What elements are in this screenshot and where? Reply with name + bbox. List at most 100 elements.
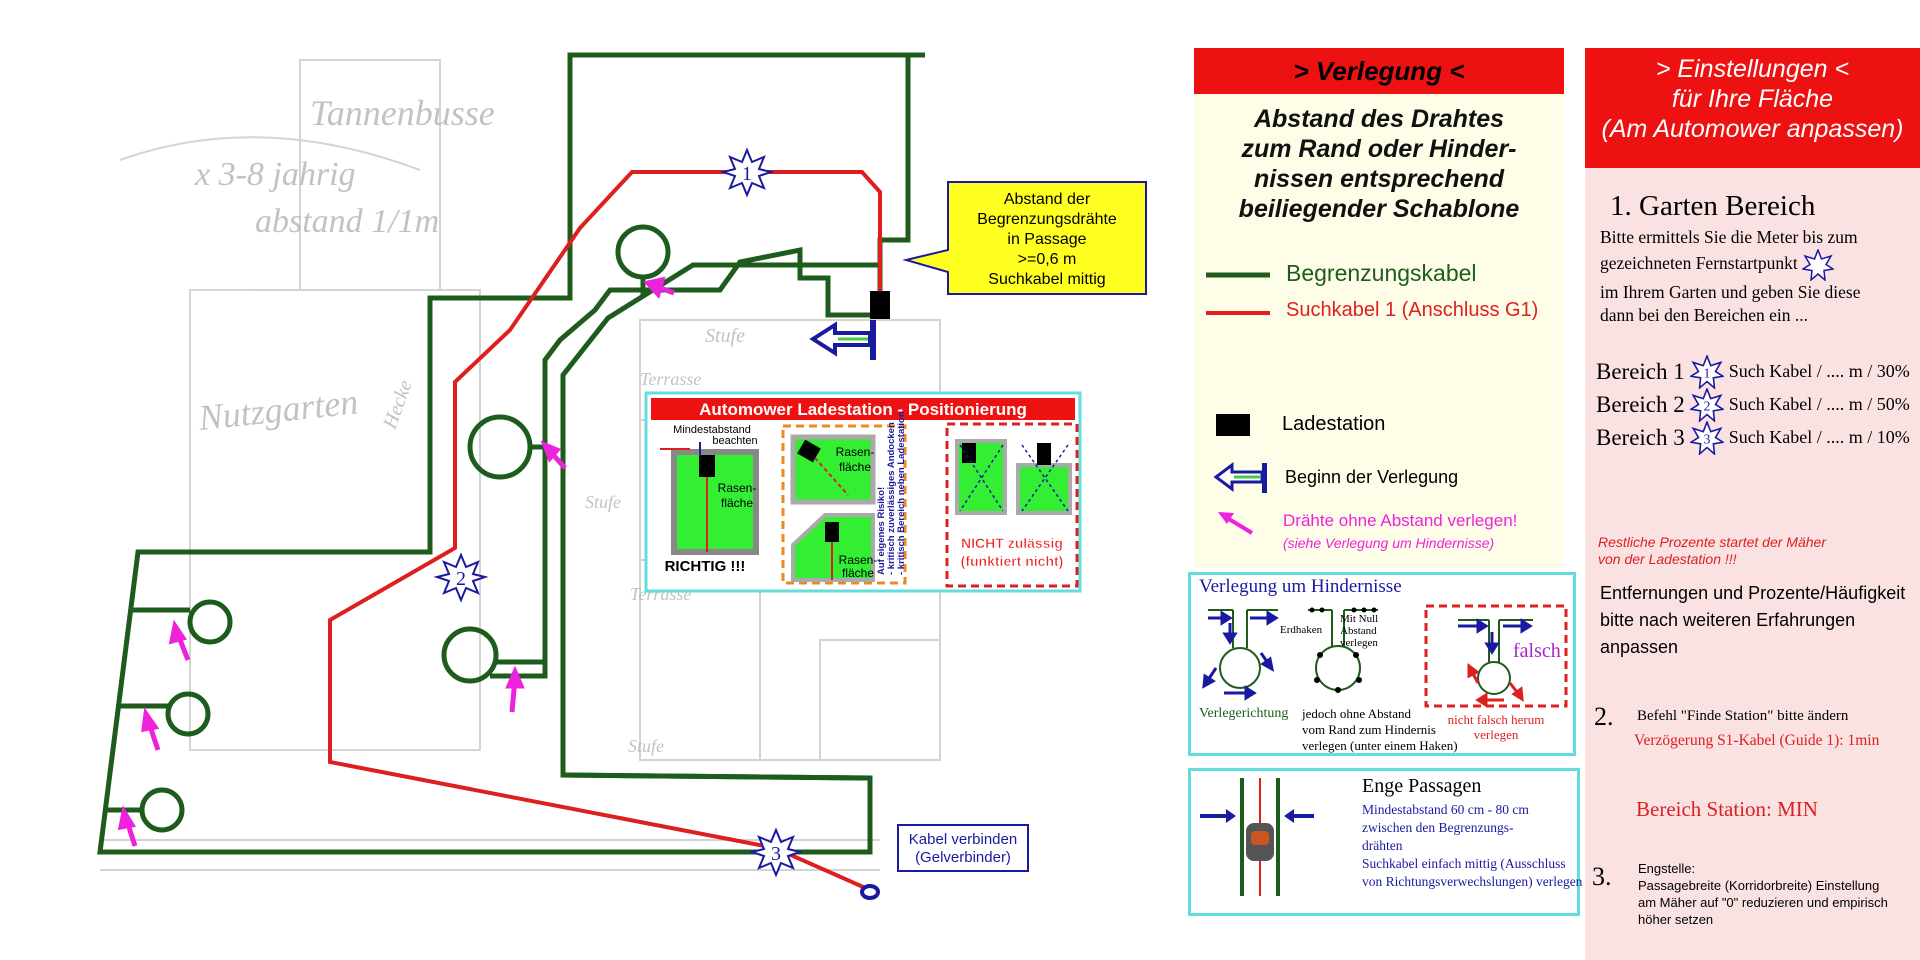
- callout-line: Begrenzungsdrähte: [977, 211, 1117, 228]
- s1-line: Bitte ermittels Sie die Meter bis zum: [1600, 227, 1858, 247]
- sketch-label: Hecke: [379, 377, 417, 433]
- area-text: Such Kabel / .... m / 10%: [1728, 427, 1910, 447]
- magenta-arrow-icon: [1218, 512, 1254, 535]
- obstacle-island: [441, 626, 499, 684]
- lawn-label: Rasen-: [836, 445, 875, 459]
- area-star-icon: 2: [1689, 387, 1724, 422]
- ladestation-inset: Automower Ladestation - Positionierung M…: [644, 391, 1082, 593]
- s1-line: im Ihrem Garten und geben Sie diese: [1600, 282, 1861, 302]
- callout-line: Suchkabel mittig: [988, 271, 1105, 288]
- legend-start: Beginn der Verlegung: [1285, 467, 1459, 487]
- richtig-label: RICHTIG !!!: [665, 558, 746, 575]
- passage-line: Mindestabstand 60 cm - 80 cm: [1362, 802, 1529, 817]
- legend-symbols: [1206, 272, 1270, 535]
- area-row: Bereich 3 3 Such Kabel / .... m / 10%: [1596, 420, 1916, 455]
- direction-label: Verlegerichtung: [1199, 706, 1289, 721]
- section-1-title: 1. Garten Bereich: [1610, 190, 1816, 222]
- start-arrow: [809, 320, 876, 360]
- area-star-icon: 1: [1689, 354, 1724, 389]
- svg-text:2: 2: [1703, 398, 1710, 413]
- passage-line: drähten: [1362, 838, 1403, 853]
- section-2-title: Befehl "Finde Station" bitte ändern: [1637, 708, 1849, 724]
- wrong-direction-label: nicht falsch herum verlegen: [1426, 712, 1566, 742]
- falsch-label: falsch: [1513, 640, 1561, 662]
- legend-station: Ladestation: [1282, 413, 1386, 435]
- zone-2-star: [433, 552, 489, 603]
- section-1-text: Bitte ermittels Sie die Meter bis zum ge…: [1600, 226, 1916, 327]
- area-label: Bereich 3: [1596, 424, 1685, 450]
- adjust-note: Entfernungen und Prozente/Häufigkeit bit…: [1600, 580, 1920, 661]
- obstacle-island: [139, 787, 185, 833]
- passage-callout-bubble: [902, 181, 1147, 295]
- zone-markers: 1 2 3: [433, 147, 804, 878]
- section-2-number: 2.: [1594, 702, 1614, 731]
- settings-panel: [1585, 48, 1920, 960]
- obstacles-diagram: [1202, 604, 1568, 708]
- sketch-label: Stufe: [705, 325, 745, 347]
- area-label: Bereich 1: [1596, 358, 1685, 384]
- s3-line: Passagebreite (Korridorbreite) Einstellu…: [1638, 878, 1880, 893]
- risk-line: - kritisch zuverlässiges Andocken: [886, 422, 897, 575]
- zone-3-star: [748, 827, 804, 878]
- obstacle-island: [165, 691, 211, 737]
- gel-connector: [860, 884, 880, 900]
- min-distance-label: Mindestabstand: [673, 424, 751, 436]
- zone-1-label: 1: [742, 163, 752, 185]
- obstacles-title: Verlegung um Hindernisse: [1199, 576, 1402, 597]
- intro-line: Abstand des Drahtes: [1253, 105, 1505, 133]
- legend-no-gap-sub: (siehe Verlegung um Hindernisse): [1283, 535, 1495, 551]
- sketch-label: Stufe: [628, 736, 664, 756]
- area-list: Bereich 1 1 Such Kabel / .... m / 30% Be…: [1596, 354, 1916, 455]
- legend-no-gap: Drähte ohne Abstand verlegen!: [1283, 511, 1518, 530]
- remote-start-star-icon: [1801, 247, 1836, 282]
- sketch-label: Tannenbusse: [310, 93, 495, 133]
- passage-diagram: [1200, 778, 1314, 896]
- passage-line: Suchkabel einfach mittig (Ausschluss: [1362, 856, 1566, 871]
- area-row: Bereich 2 2 Such Kabel / .... m / 50%: [1596, 387, 1916, 422]
- lawn-label: fläche: [839, 460, 871, 474]
- settings-title: > Einstellungen < für Ihre Fläche (Am Au…: [1585, 48, 1920, 168]
- adjust-line: bitte nach weiteren Erfahrungen anpassen: [1600, 610, 1856, 657]
- passage-text: Mindestabstand 60 cm - 80 cm zwischen de…: [1362, 801, 1582, 891]
- passage-title: Enge Passagen: [1362, 775, 1482, 797]
- section-2-delay: Verzögerung S1-Kabel (Guide 1): 1min: [1634, 732, 1880, 749]
- intro-line: nissen entsprechend: [1253, 165, 1505, 193]
- section-3-text: Engstelle: Passagebreite (Korridorbreite…: [1638, 860, 1888, 928]
- null-gap-line: Abstand: [1340, 625, 1377, 637]
- svg-text:1: 1: [1703, 365, 1710, 380]
- no-gap-desc-line: vom Rand zum Hindernis: [1302, 722, 1436, 737]
- risk-line: Auf eigenes Risiko!: [876, 487, 887, 575]
- area-label: Bereich 2: [1596, 391, 1685, 417]
- connect-callout-line: Kabel verbinden: [909, 831, 1017, 848]
- null-gap-line: verlegen: [1340, 637, 1378, 649]
- legend-boundary: Begrenzungskabel: [1286, 260, 1477, 286]
- passage-line: von Richtungsverwechslungen) verlegen: [1362, 874, 1583, 889]
- adjust-line: Entfernungen und Prozente/Häufigkeit: [1600, 583, 1906, 603]
- section-3-number: 3.: [1592, 862, 1612, 891]
- nicht-label: NICHT zulässig: [961, 535, 1063, 551]
- area-text: Such Kabel / .... m / 50%: [1728, 394, 1910, 414]
- risk-line: - kritisch Bereich neben Ladestation: [896, 411, 907, 575]
- rest-line: Restliche Prozente startet der Mäher: [1598, 534, 1826, 550]
- legend-guide: Suchkabel 1 (Anschluss G1): [1286, 299, 1539, 321]
- sketch-label: Stufe: [585, 492, 621, 512]
- station-legend-icon: [1216, 414, 1250, 436]
- connect-callout-line: (Gelverbinder): [915, 849, 1011, 866]
- boundary-cable-inner: [490, 246, 883, 781]
- callout-line: >=0,6 m: [1018, 251, 1077, 268]
- settings-title-line: (Am Automower anpassen): [1601, 115, 1904, 143]
- settings-title-line: für Ihre Fläche: [1671, 85, 1834, 113]
- lawn-label: Rasen-: [839, 553, 878, 567]
- nicht-label: (funktiert nicht): [961, 553, 1064, 569]
- null-gap-label: Mit Null Abstand verlegen: [1340, 613, 1378, 649]
- s1-line: gezeichneten Fernstartpunkt: [1600, 247, 1916, 282]
- area-text: Such Kabel / .... m / 30%: [1728, 361, 1910, 381]
- s3-line: am Mäher auf "0" reduzieren und empirisc…: [1638, 895, 1888, 910]
- callout-line: in Passage: [1007, 231, 1086, 248]
- wrong-line: verlegen: [1473, 727, 1519, 742]
- obstacles-box: [1188, 572, 1576, 756]
- s3-line: höher setzen: [1638, 912, 1714, 927]
- intro-line: beiliegender Schablone: [1238, 195, 1520, 223]
- verlegung-title: > Verlegung <: [1194, 48, 1564, 94]
